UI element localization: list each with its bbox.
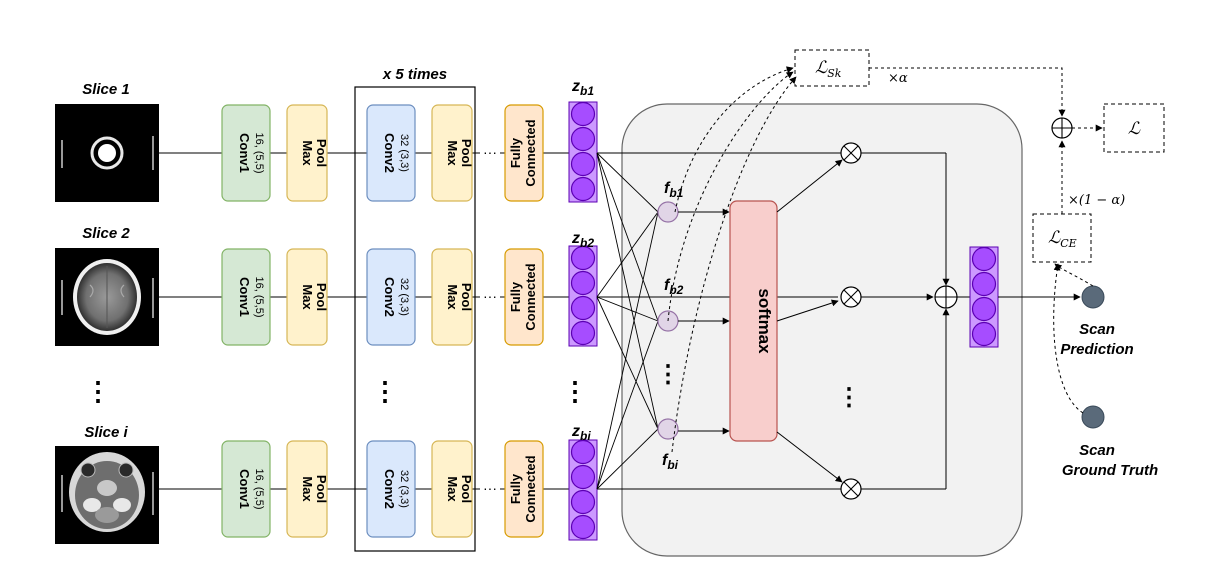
conv1-title: Conv1 bbox=[237, 469, 252, 509]
dense-connections bbox=[596, 152, 659, 490]
maxpool-line1: Max bbox=[445, 140, 460, 166]
loss-ce-box: ℒCE bbox=[1032, 213, 1092, 263]
alpha-weight-label: ×α bbox=[888, 71, 908, 86]
ellipsis-vertical-conv: ⋮ bbox=[372, 376, 398, 406]
maxpool-line2: Pool bbox=[459, 139, 474, 167]
loss-sk-box: ℒSk bbox=[794, 49, 870, 87]
maxpool-line1: Max bbox=[300, 476, 315, 502]
conv2-title: Conv2 bbox=[382, 133, 397, 173]
multiply-node-row1 bbox=[840, 142, 862, 164]
fc-line2: Connected bbox=[523, 263, 538, 330]
multiply-node-row3 bbox=[840, 478, 862, 500]
maxpool-line2: Pool bbox=[314, 139, 329, 167]
fc-block-row2: Fully Connected bbox=[504, 248, 544, 346]
maxpool-line2: Pool bbox=[459, 475, 474, 503]
scan-prediction-line1: Scan bbox=[1079, 321, 1115, 338]
ellipsis-horizontal: ··· bbox=[483, 288, 497, 304]
conv2-block-row3: Conv2 32 (3,3) bbox=[366, 440, 416, 538]
slice-label: Slice 2 bbox=[82, 225, 130, 242]
loss-ce-label: ℒCE bbox=[1048, 228, 1077, 250]
ellipsis-horizontal: ··· bbox=[483, 144, 497, 160]
conv1-block-row1: Conv1 16, (5,5) bbox=[221, 104, 271, 202]
loss-flows bbox=[667, 66, 1103, 453]
ellipsis-vertical-left: ⋮ bbox=[85, 376, 111, 406]
conv2-block-row1: Conv2 32 (3,3) bbox=[366, 104, 416, 202]
conv2-block-row2: Conv2 32 (3,3) bbox=[366, 248, 416, 346]
ellipsis-horizontal: ··· bbox=[483, 480, 497, 496]
z-label-row3: zbi bbox=[571, 423, 591, 443]
conv1-title: Conv1 bbox=[237, 133, 252, 173]
loss-sk-label: ℒSk bbox=[815, 58, 842, 80]
conv2-params: 32 (3,3) bbox=[398, 278, 410, 316]
f-node-row3 bbox=[657, 418, 679, 440]
ellipsis-vertical-z: ⋮ bbox=[562, 376, 588, 406]
maxpool-line1: Max bbox=[445, 284, 460, 310]
maxpool2-block-row3: Max Pool bbox=[431, 440, 474, 538]
conv1-block-row2: Conv1 16, (5,5) bbox=[221, 248, 271, 346]
one-minus-alpha-weight-label: ×(1 − α) bbox=[1068, 193, 1125, 208]
maxpool-line1: Max bbox=[300, 140, 315, 166]
fc-line2: Connected bbox=[523, 455, 538, 522]
row-slice-2: Slice 2 bbox=[55, 225, 593, 346]
conv1-title: Conv1 bbox=[237, 277, 252, 317]
z-stack-row2 bbox=[568, 245, 598, 347]
slice-label: Slice 1 bbox=[82, 81, 130, 98]
loss-total-box: ℒ bbox=[1103, 103, 1165, 153]
scan-ground-truth-line2: Ground Truth bbox=[1062, 462, 1158, 479]
conv2-params: 32 (3,3) bbox=[398, 134, 410, 172]
conv1-block-row3: Conv1 16, (5,5) bbox=[221, 440, 271, 538]
maxpool1-block-row1: Max Pool bbox=[286, 104, 329, 202]
maxpool2-block-row1: Max Pool bbox=[431, 104, 474, 202]
z-stack-row1 bbox=[568, 101, 598, 203]
ellipsis-vertical-mult: ⋮ bbox=[837, 384, 861, 411]
ct-image-slice-1 bbox=[55, 104, 159, 202]
fc-block-row1: Fully Connected bbox=[504, 104, 544, 202]
f-label-row2: fb2 bbox=[664, 277, 684, 297]
repeat-label: x 5 times bbox=[382, 66, 447, 83]
maxpool-line2: Pool bbox=[459, 283, 474, 311]
repeat-box bbox=[354, 86, 476, 552]
conv2-params: 32 (3,3) bbox=[398, 470, 410, 508]
maxpool1-block-row3: Max Pool bbox=[286, 440, 329, 538]
output-stack bbox=[969, 246, 999, 348]
conv1-params: 16, (5,5) bbox=[253, 277, 265, 318]
row-slice-i: Slice i bbox=[55, 424, 593, 544]
multiply-node-row2 bbox=[840, 286, 862, 308]
f-label-row1: fb1 bbox=[664, 180, 684, 200]
attention-panel bbox=[621, 103, 1023, 557]
maxpool1-block-row2: Max Pool bbox=[286, 248, 329, 346]
conv2-title: Conv2 bbox=[382, 469, 397, 509]
loss-sum-node bbox=[1051, 117, 1073, 139]
ellipsis-vertical-f: ⋮ bbox=[656, 361, 680, 388]
fc-line2: Connected bbox=[523, 119, 538, 186]
slice-label: Slice i bbox=[84, 424, 128, 441]
conv2-title: Conv2 bbox=[382, 277, 397, 317]
conv1-params: 16, (5,5) bbox=[253, 469, 265, 510]
fc-block-row3: Fully Connected bbox=[504, 440, 544, 538]
scan-ground-truth-line1: Scan bbox=[1079, 442, 1115, 459]
f-label-row3: fbi bbox=[662, 452, 679, 472]
conv1-params: 16, (5,5) bbox=[253, 133, 265, 174]
fc-line1: Fully bbox=[508, 281, 523, 312]
maxpool-line1: Max bbox=[445, 476, 460, 502]
fc-line1: Fully bbox=[508, 473, 523, 504]
maxpool2-block-row2: Max Pool bbox=[431, 248, 474, 346]
sum-node bbox=[934, 285, 958, 309]
z-stack-row3 bbox=[568, 439, 598, 541]
z-label-row1: zb1 bbox=[571, 78, 594, 98]
ct-image-slice-2 bbox=[55, 248, 159, 346]
maxpool-line2: Pool bbox=[314, 475, 329, 503]
maxpool-line1: Max bbox=[300, 284, 315, 310]
z-label-row2: zb2 bbox=[571, 230, 594, 250]
scan-prediction-node bbox=[1081, 285, 1105, 309]
maxpool-line2: Pool bbox=[314, 283, 329, 311]
fc-line1: Fully bbox=[508, 137, 523, 168]
scan-ground-truth-node bbox=[1081, 405, 1105, 429]
ct-image-slice-i bbox=[55, 446, 159, 544]
softmax-label: softmax bbox=[755, 288, 774, 354]
scan-prediction-line2: Prediction bbox=[1060, 341, 1133, 358]
loss-total-label: ℒ bbox=[1128, 119, 1141, 139]
